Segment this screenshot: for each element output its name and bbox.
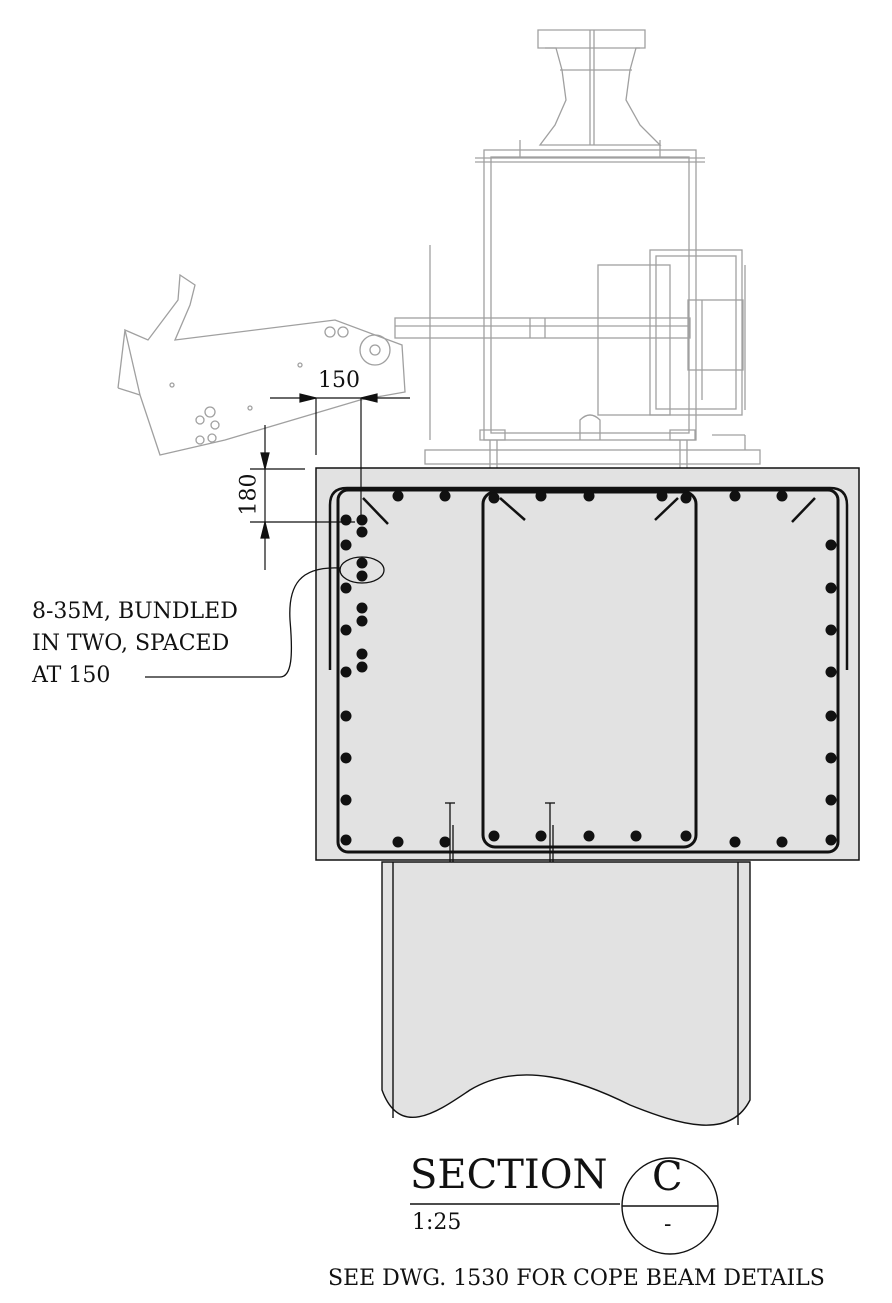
- rebar-dot: [340, 539, 352, 551]
- footer-note: SEE DWG. 1530 FOR COPE BEAM DETAILS: [328, 1266, 825, 1291]
- dimension-180-label: 180: [236, 473, 262, 516]
- frame-tower: [483, 149, 697, 441]
- rebar-dot: [340, 514, 352, 526]
- rebar-dot: [488, 492, 500, 504]
- arm-beam: [394, 317, 691, 339]
- rebar-dot: [776, 836, 788, 848]
- rebar-dot: [729, 836, 741, 848]
- rebar-dot: [392, 836, 404, 848]
- rebar-note-line3: AT 150: [32, 663, 111, 688]
- rebar-dot: [825, 539, 837, 551]
- rebar-group: [340, 490, 837, 848]
- outer-stirrup: [336, 488, 840, 854]
- rebar-dot: [356, 648, 368, 660]
- bundle-callout-ellipse: [339, 556, 385, 584]
- rebar-dot: [825, 794, 837, 806]
- rebar-dot: [656, 490, 668, 502]
- pile-cap: [315, 467, 860, 862]
- rebar-dot: [356, 615, 368, 627]
- rebar-dot: [680, 830, 692, 842]
- dimension-150-label: 150: [318, 368, 360, 393]
- pile: [381, 861, 751, 1126]
- pile-cap-outline: [315, 467, 860, 861]
- rebar-dot: [356, 514, 368, 526]
- rebar-dot: [439, 836, 451, 848]
- rebar-dot: [340, 666, 352, 678]
- base-plate: [424, 449, 761, 465]
- section-title-label: SECTION: [410, 1152, 608, 1198]
- rebar-dot: [825, 710, 837, 722]
- section-letter: C: [652, 1154, 683, 1200]
- rebar-dot: [356, 570, 368, 582]
- section-title-graphics: [410, 1157, 719, 1255]
- section-sheet: -: [664, 1212, 672, 1237]
- rebar-dot: [340, 710, 352, 722]
- pile-body: [381, 861, 751, 1126]
- rebar-note-line1: 8-35M, BUNDLED: [32, 599, 238, 624]
- rebar-dot: [825, 624, 837, 636]
- rebar-dot: [392, 490, 404, 502]
- rebar-dot: [356, 557, 368, 569]
- section-scale: 1:25: [412, 1210, 462, 1235]
- rebar-dot: [535, 490, 547, 502]
- rebar-dot: [583, 830, 595, 842]
- rebar-dot: [356, 526, 368, 538]
- rebar-dot: [340, 794, 352, 806]
- rebar-dot: [630, 830, 642, 842]
- rebar-dot: [825, 582, 837, 594]
- rebar-dot: [340, 624, 352, 636]
- rebar-dot: [340, 752, 352, 764]
- rebar-dot: [340, 834, 352, 846]
- rebar-dot: [776, 490, 788, 502]
- rebar-dot: [729, 490, 741, 502]
- bollard-top: [537, 29, 662, 146]
- rebar-dot: [340, 582, 352, 594]
- rebar-dot: [535, 830, 547, 842]
- rebar-dot: [356, 602, 368, 614]
- dimension-lines: [250, 393, 410, 570]
- rebar-note-line2: IN TWO, SPACED: [32, 631, 230, 656]
- note-leader: [145, 567, 341, 678]
- rebar-dot: [488, 830, 500, 842]
- rebar-dot: [680, 492, 692, 504]
- rebar-dot: [583, 490, 595, 502]
- rebar-dot: [825, 666, 837, 678]
- rebar-dot: [439, 490, 451, 502]
- rebar-dot: [825, 834, 837, 846]
- shear-studs: [445, 802, 555, 862]
- rebar-dot: [825, 752, 837, 764]
- rebar-dot: [356, 661, 368, 673]
- electrical-box: [597, 264, 671, 416]
